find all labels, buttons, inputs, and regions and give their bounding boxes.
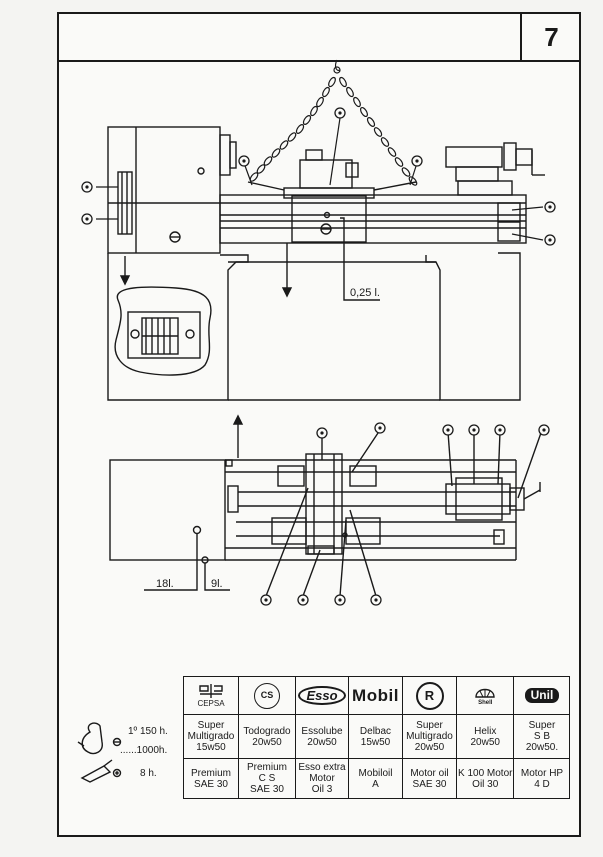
lathe-plan-view [109, 414, 543, 597]
feed-gear-rack [117, 171, 133, 235]
schedule-repeat-interval: ......1000h. [120, 745, 168, 756]
headstock-plan [109, 459, 226, 561]
brand-mobil: Mobil [348, 676, 403, 715]
tailstock-base [457, 180, 513, 196]
schedule-first-interval: 1º 150 h. [128, 726, 168, 737]
unil-logo-icon: Unil [524, 688, 560, 703]
brand-logos-row: CEPSA CS Esso Mobil R Shell Unil [183, 676, 571, 715]
oil-can-icons [77, 722, 122, 783]
schedule-daily-interval: 8 h. [140, 768, 157, 779]
lube-points-front [96, 117, 544, 241]
lathe-bed [219, 194, 527, 244]
right-cabinet [425, 252, 521, 401]
carriage-plan [305, 453, 343, 555]
shell-logo-icon [475, 688, 495, 698]
brand-unil: Unil [513, 676, 571, 715]
carriage [291, 195, 367, 243]
motor-compartment [114, 286, 212, 376]
left-cabinet [107, 253, 249, 401]
esso-logo-icon: Esso [298, 686, 346, 705]
brand-cepsa: CEPSA [183, 676, 239, 715]
oil-quantity-main: 0,25 l. [350, 287, 380, 299]
header-divider [57, 60, 581, 62]
brand-r: R [402, 676, 457, 715]
headstock-body [107, 126, 221, 254]
brand-cs: CS [238, 676, 296, 715]
oil-quantity-headstock: 18l. [156, 578, 174, 590]
motor [127, 311, 201, 359]
r-logo-icon: R [415, 681, 444, 710]
mobil-logo-icon: Mobil [352, 686, 399, 705]
tool-post [299, 159, 353, 189]
brand-esso: Esso [295, 676, 349, 715]
lathe-front-view [107, 126, 545, 401]
brand-shell: Shell [455, 676, 515, 715]
page-number: 7 [520, 12, 581, 62]
cepsa-logo-icon [199, 684, 223, 698]
tailstock-barrel [445, 146, 503, 168]
oil-quantity-apron: 9l. [211, 578, 223, 590]
lifting-chains [249, 59, 418, 186]
lube-point-symbols [81, 107, 556, 606]
cs-logo-icon: CS [254, 682, 280, 709]
